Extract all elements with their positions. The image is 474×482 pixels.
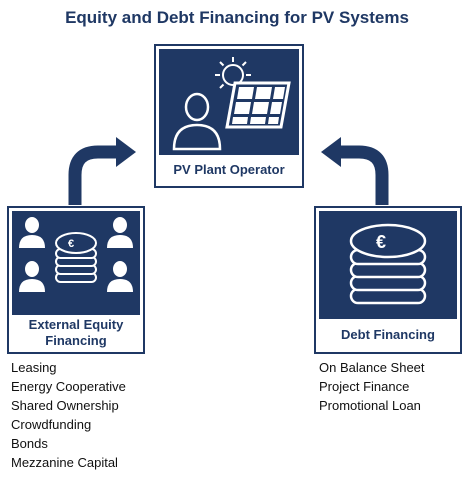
debt-coin-symbol: € <box>376 232 386 252</box>
list-item: Shared Ownership <box>11 398 119 413</box>
debt-icon-panel: € <box>319 211 457 319</box>
operator-label: PV Plant Operator <box>173 162 285 178</box>
diagram-title: Equity and Debt Financing for PV Systems <box>65 8 409 27</box>
debt-instruments-list: On Balance Sheet Project Finance Promoti… <box>319 358 425 415</box>
operator-icon-panel <box>159 49 299 155</box>
euro-coin-stack-icon: € <box>349 223 427 305</box>
investor-person-icon <box>19 217 133 292</box>
solar-panel-icon <box>225 81 291 129</box>
list-item: Leasing <box>11 360 57 375</box>
equity-illustration: € <box>19 217 133 292</box>
list-item: On Balance Sheet <box>319 360 425 375</box>
list-item: Project Finance <box>319 379 410 394</box>
sun-icon <box>215 57 251 89</box>
operator-illustration <box>172 57 291 151</box>
pv-plant-operator-box: PV Plant Operator <box>154 44 304 188</box>
debt-financing-box: € Debt Financing <box>314 206 462 354</box>
equity-label-line2: Financing <box>45 333 107 348</box>
list-item: Bonds <box>11 436 48 451</box>
euro-coin-stack-icon: € <box>55 232 97 283</box>
debt-label: Debt Financing <box>341 327 435 343</box>
list-item: Energy Cooperative <box>11 379 126 394</box>
list-item: Mezzanine Capital <box>11 455 118 470</box>
list-item: Crowdfunding <box>11 417 92 432</box>
equity-coin-symbol: € <box>68 238 74 250</box>
debt-illustration: € <box>349 223 427 305</box>
equity-label-line1: External Equity <box>28 317 124 333</box>
equity-icon-panel: € <box>12 211 140 315</box>
equity-label: External Equity Financing <box>9 314 143 352</box>
person-icon <box>172 92 222 151</box>
list-item: Promotional Loan <box>319 398 421 413</box>
external-equity-financing-box: € External Equity Financing <box>7 206 145 354</box>
equity-instruments-list: Leasing Energy Cooperative Shared Owners… <box>11 358 126 472</box>
